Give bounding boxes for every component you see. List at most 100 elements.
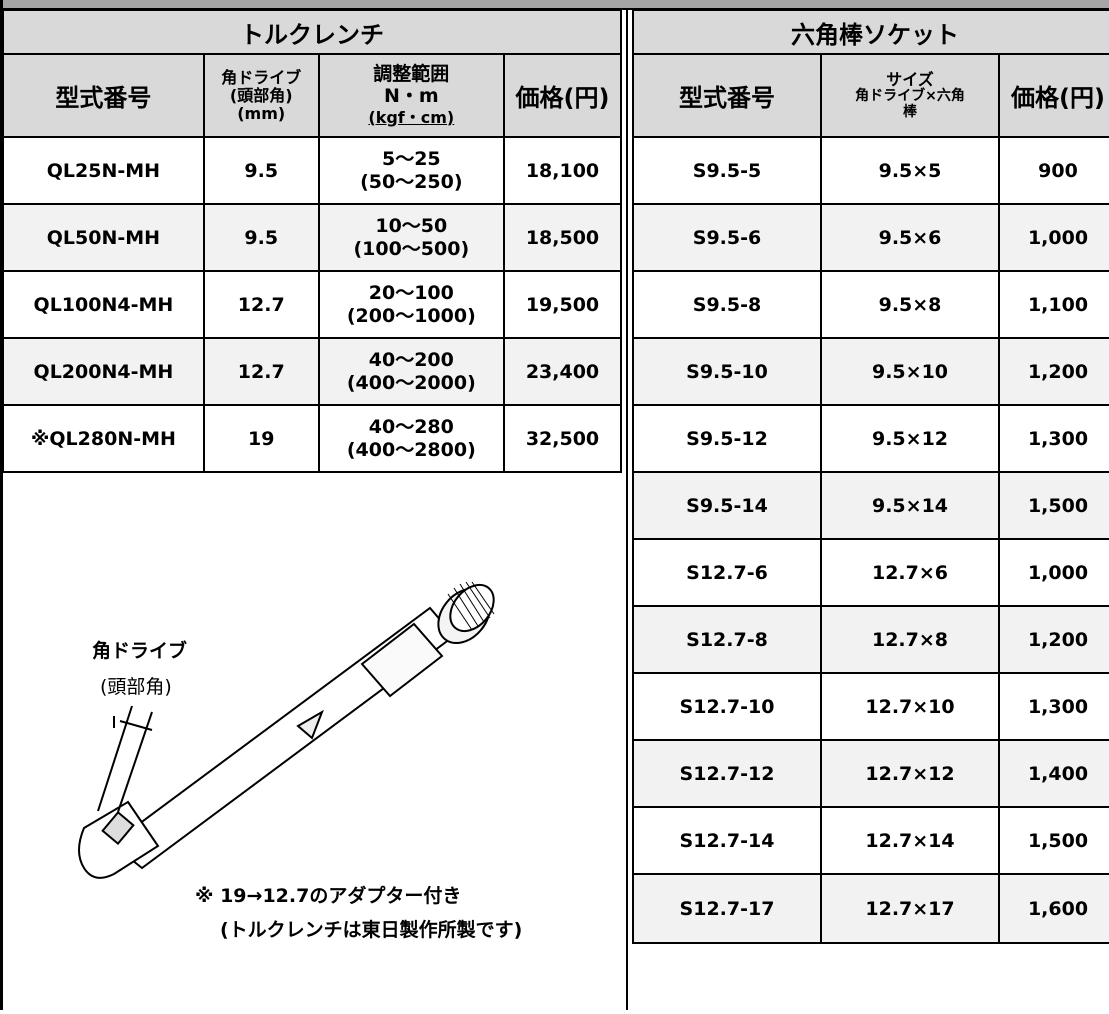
drive-cell: 12.7 — [202, 270, 320, 339]
model-cell: QL200N4-MH — [2, 337, 205, 406]
drive-cell: 9.5 — [202, 203, 320, 272]
hex-socket-title: 六角棒ソケット — [631, 9, 1109, 55]
header-drive-l3: (mm) — [237, 103, 286, 123]
range-cell: 40〜200(400〜2000) — [317, 337, 506, 406]
size-cell: 12.7×17 — [820, 873, 1000, 944]
price-cell: 1,200 — [997, 605, 1109, 674]
header-price: 価格(円) — [997, 53, 1109, 138]
price-cell: 23,400 — [503, 337, 622, 406]
header-model: 型式番号 — [2, 53, 205, 138]
range-cell: 10〜50(100〜500) — [317, 203, 506, 272]
model-cell: S12.7-14 — [632, 806, 822, 875]
model-cell: S12.7-17 — [632, 873, 822, 944]
price-cell: 1,200 — [997, 337, 1109, 406]
header-price: 価格(円) — [503, 53, 622, 138]
header-drive: 角ドライブ (頭部角) (mm) — [202, 53, 320, 138]
price-cell: 1,500 — [997, 806, 1109, 875]
size-cell: 12.7×8 — [820, 605, 1000, 674]
model-cell: QL50N-MH — [2, 203, 205, 272]
drive-label: 角ドライブ — [92, 640, 188, 662]
model-cell: S12.7-8 — [632, 605, 822, 674]
model-cell: S9.5-6 — [632, 203, 822, 272]
price-cell: 18,100 — [503, 136, 622, 205]
header-size-l1: サイズ — [886, 69, 934, 89]
model-cell: S9.5-5 — [632, 136, 822, 205]
price-cell: 1,400 — [997, 739, 1109, 808]
price-cell: 1,500 — [997, 471, 1109, 540]
wrench-drawing — [78, 581, 495, 879]
table-row: QL50N-MH 9.5 10〜50(100〜500) 18,500 — [2, 203, 622, 272]
price-cell: 32,500 — [503, 404, 622, 473]
size-cell: 9.5×6 — [820, 203, 1000, 272]
header-size-l2: 角ドライブ×六角 — [855, 87, 965, 104]
price-cell: 19,500 — [503, 270, 622, 339]
table-divider — [626, 9, 628, 1010]
size-cell: 12.7×12 — [820, 739, 1000, 808]
header-range-l3: (kgf・cm) — [368, 107, 455, 127]
price-cell: 1,300 — [997, 672, 1109, 741]
model-cell: S12.7-12 — [632, 739, 822, 808]
model-cell: S9.5-14 — [632, 471, 822, 540]
price-cell: 1,600 — [997, 873, 1109, 944]
price-cell: 1,300 — [997, 404, 1109, 473]
table-row: QL25N-MH 9.5 5〜25(50〜250) 18,100 — [2, 136, 622, 205]
drive-cell: 19 — [202, 404, 320, 473]
range-nm: 20〜100 — [368, 281, 454, 304]
model-cell: QL100N4-MH — [2, 270, 205, 339]
header-size-l3: 棒 — [903, 103, 917, 120]
table-row: QL100N4-MH 12.7 20〜100(200〜1000) 19,500 — [2, 270, 622, 339]
header-drive-l2: (頭部角) — [229, 85, 293, 105]
range-kgf: (400〜2000) — [346, 371, 476, 394]
model-cell: S12.7-10 — [632, 672, 822, 741]
range-kgf: (400〜2800) — [346, 438, 476, 461]
range-nm: 5〜25 — [381, 147, 441, 170]
model-cell: ※QL280N-MH — [2, 404, 205, 473]
price-cell: 900 — [997, 136, 1109, 205]
price-cell: 1,100 — [997, 270, 1109, 339]
model-cell: S9.5-10 — [632, 337, 822, 406]
top-bar — [0, 0, 1109, 10]
left-border — [0, 0, 3, 1010]
range-nm: 40〜200 — [368, 348, 454, 371]
model-cell: S9.5-12 — [632, 404, 822, 473]
price-cell: 18,500 — [503, 203, 622, 272]
drive-cell: 12.7 — [202, 337, 320, 406]
size-cell: 12.7×10 — [820, 672, 1000, 741]
header-range-l2: N・m — [383, 84, 439, 107]
torque-wrench-table: トルクレンチ 型式番号 角ドライブ (頭部角) (mm) 調整範囲 N・m (k… — [2, 9, 622, 473]
range-cell: 40〜280(400〜2800) — [317, 404, 506, 473]
header-range: 調整範囲 N・m (kgf・cm) — [317, 53, 506, 138]
size-cell: 9.5×14 — [820, 471, 1000, 540]
header-model: 型式番号 — [632, 53, 822, 138]
header-size: サイズ 角ドライブ×六角 棒 — [820, 53, 1000, 138]
price-cell: 1,000 — [997, 538, 1109, 607]
size-cell: 12.7×14 — [820, 806, 1000, 875]
torque-wrench-title: トルクレンチ — [2, 9, 622, 55]
model-cell: QL25N-MH — [2, 136, 205, 205]
size-cell: 9.5×10 — [820, 337, 1000, 406]
maker-note: (トルクレンチは東日製作所製です) — [220, 919, 523, 941]
drive-cell: 9.5 — [202, 136, 320, 205]
torque-wrench-illustration: 角ドライブ (頭部角) ※ 19→12.7のアダプター付き (トルクレンチは東日… — [2, 516, 622, 1010]
range-nm: 40〜280 — [368, 415, 454, 438]
header-drive-l1: 角ドライブ — [221, 67, 302, 87]
table-row: QL200N4-MH 12.7 40〜200(400〜2000) 23,400 — [2, 337, 622, 406]
range-cell: 20〜100(200〜1000) — [317, 270, 506, 339]
range-kgf: (100〜500) — [353, 237, 470, 260]
size-cell: 12.7×6 — [820, 538, 1000, 607]
range-kgf: (50〜250) — [360, 170, 463, 193]
hex-socket-table: 六角棒ソケット 型式番号 サイズ 角ドライブ×六角 棒 価格(円) S9.5-5… — [631, 9, 1109, 944]
model-cell: S9.5-8 — [632, 270, 822, 339]
size-cell: 9.5×5 — [820, 136, 1000, 205]
